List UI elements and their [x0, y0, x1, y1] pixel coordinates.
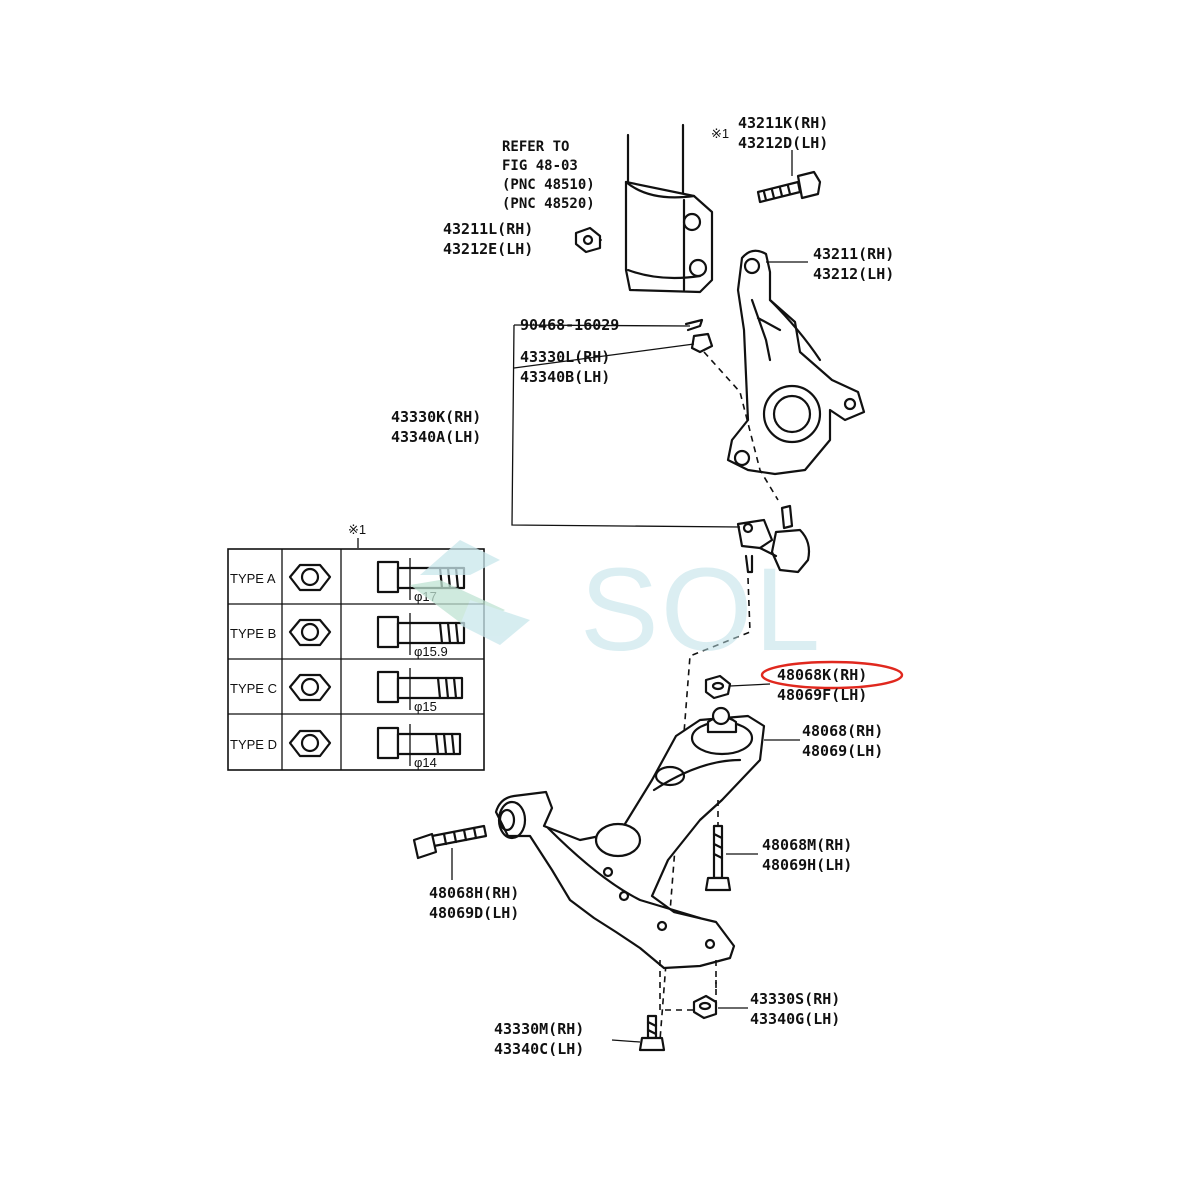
label-arm-bolt-rear-rh: 48068M(RH): [762, 836, 852, 854]
highlighted-part-number: 48068K(RH): [760, 660, 904, 690]
type-label: TYPE C: [230, 681, 277, 696]
label-nut-strut-rh: 43211L(RH): [443, 220, 533, 238]
label-arm-bolt-front-rh: 48068H(RH): [429, 884, 519, 902]
label-arm-lh: 48069(LH): [802, 742, 883, 760]
bolt-type-table: ※1 TYPE A φ17 TYPE B φ15.9 TYPE C: [227, 522, 485, 771]
steering-knuckle: [726, 249, 866, 476]
label-bj-bolt-rh: 43330M(RH): [494, 1020, 584, 1038]
cotter-pin-icon: [684, 318, 704, 332]
label-castle-nut-rh: 43330L(RH): [520, 348, 610, 366]
arm-nut-icon: [704, 674, 732, 700]
bj-bolt-icon: [638, 1014, 666, 1052]
arm-bolt-front-icon: [412, 824, 488, 860]
label-cotter-pin: 90468-16029: [520, 316, 619, 334]
strut-assembly: [624, 123, 714, 294]
label-knuckle-rh: 43211(RH): [813, 245, 894, 263]
label-arm-rh: 48068(RH): [802, 722, 883, 740]
label-ball-joint-lh: 43340A(LH): [391, 428, 481, 446]
label-arm-nut-lh: 48069F(LH): [777, 686, 867, 704]
ball-joint: [736, 504, 811, 574]
label-nut-strut-lh: 43212E(LH): [443, 240, 533, 258]
hex-nut-icon: [574, 226, 602, 254]
refer-line-3: (PNC 48510): [502, 177, 595, 193]
type-label: TYPE A: [230, 571, 276, 586]
bj-nut-icon: [692, 994, 718, 1020]
arm-bolt-rear-icon: [704, 824, 732, 892]
type-label: TYPE D: [230, 737, 277, 752]
refer-line-4: (PNC 48520): [502, 196, 595, 212]
label-bolt-top-rh: 43211K(RH): [738, 114, 828, 132]
type-label: TYPE B: [230, 626, 276, 641]
label-bj-nut-rh: 43330S(RH): [750, 990, 840, 1008]
watermark-text: SOL: [580, 544, 822, 676]
watermark: SOL: [410, 540, 822, 676]
refer-note: REFER TO FIG 48-03 (PNC 48510) (PNC 4852…: [502, 139, 595, 212]
lower-control-arm: [494, 706, 766, 970]
label-bj-bolt-lh: 43340C(LH): [494, 1040, 584, 1058]
flange-bolt-icon: [756, 170, 822, 204]
label-knuckle-lh: 43212(LH): [813, 265, 894, 283]
label-bj-nut-lh: 43340G(LH): [750, 1010, 840, 1028]
refer-line-1: REFER TO: [502, 139, 569, 155]
dia-label: φ14: [414, 755, 437, 770]
label-castle-nut-lh: 43340B(LH): [520, 368, 610, 386]
label-arm-bolt-rear-lh: 48069H(LH): [762, 856, 852, 874]
bolt-top-mark: ※1: [711, 126, 729, 141]
label-arm-nut-rh: 48068K(RH): [777, 666, 867, 684]
table-row: TYPE B φ15.9: [230, 613, 466, 659]
castle-nut-icon: [690, 332, 714, 354]
table-row: TYPE D φ14: [230, 724, 462, 770]
label-arm-bolt-front-lh: 48069D(LH): [429, 904, 519, 922]
label-bolt-top-lh: 43212D(LH): [738, 134, 828, 152]
label-ball-joint-rh: 43330K(RH): [391, 408, 481, 426]
dia-label: φ15: [414, 699, 437, 714]
table-row: TYPE C φ15: [230, 668, 464, 714]
refer-line-2: FIG 48-03: [502, 158, 578, 174]
dia-label: φ15.9: [414, 644, 448, 659]
sol-logo-icon: [410, 540, 530, 645]
table-mark: ※1: [348, 522, 366, 537]
